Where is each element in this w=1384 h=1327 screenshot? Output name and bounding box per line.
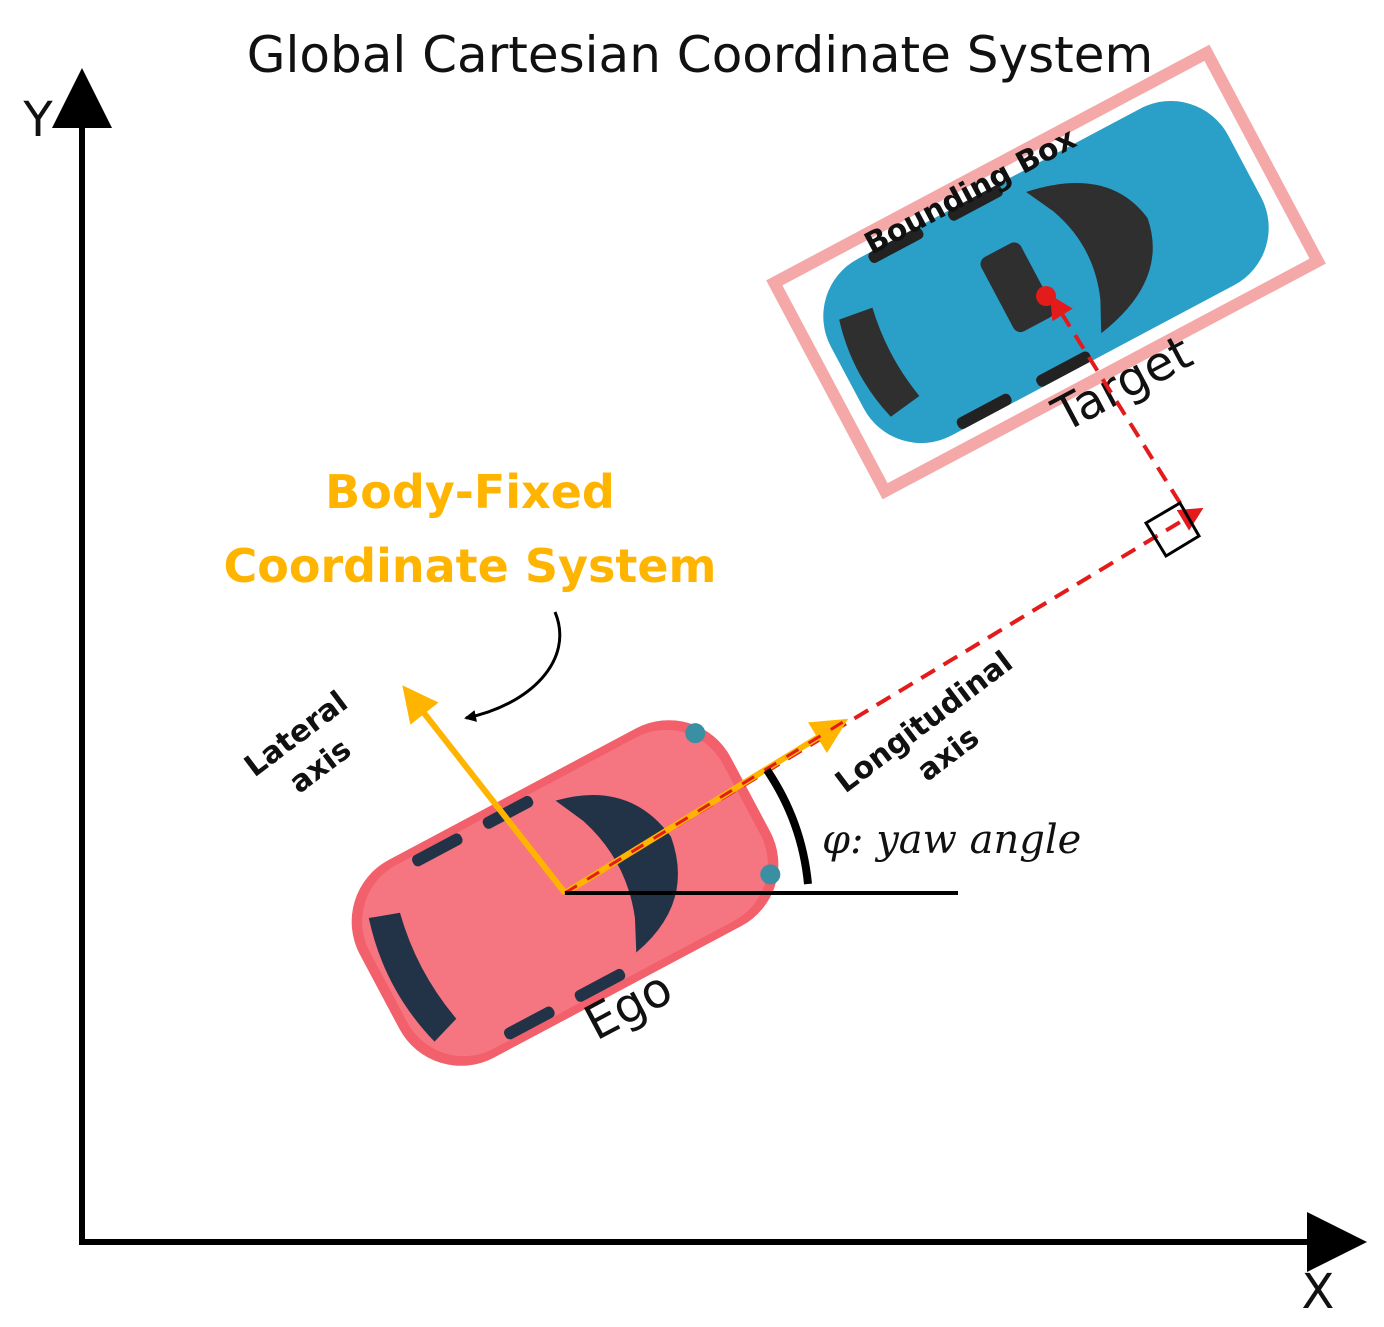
body-fixed-label-line1: Body-Fixed <box>325 465 615 519</box>
y-axis-label: Y <box>22 92 53 148</box>
longitudinal-dash-overlay <box>564 720 844 895</box>
yaw-angle-arc <box>763 767 812 885</box>
dashed-lateral-line <box>1049 294 1182 505</box>
dashed-longitudinal-line <box>563 507 1204 895</box>
body-fixed-axes <box>402 685 849 896</box>
right-angle-marker <box>1143 500 1202 559</box>
x-axis-label: X <box>1302 1264 1335 1320</box>
diagram-title: Global Cartesian Coordinate System <box>247 26 1153 84</box>
global-axes: Y X <box>22 68 1367 1320</box>
body-fixed-pointer-arrow <box>464 611 562 722</box>
longitudinal-axis-label: Longitudinal axis <box>829 645 1020 801</box>
body-fixed-label-line2: Coordinate System <box>224 539 717 593</box>
lateral-axis-arrow <box>402 685 568 895</box>
bounding-box <box>766 44 1326 500</box>
lateral-axis-label: Lateral axis <box>238 685 358 801</box>
target-car <box>766 44 1326 500</box>
yaw-angle-label: φ: yaw angle <box>822 817 1081 863</box>
relative-position-lines <box>563 294 1204 895</box>
